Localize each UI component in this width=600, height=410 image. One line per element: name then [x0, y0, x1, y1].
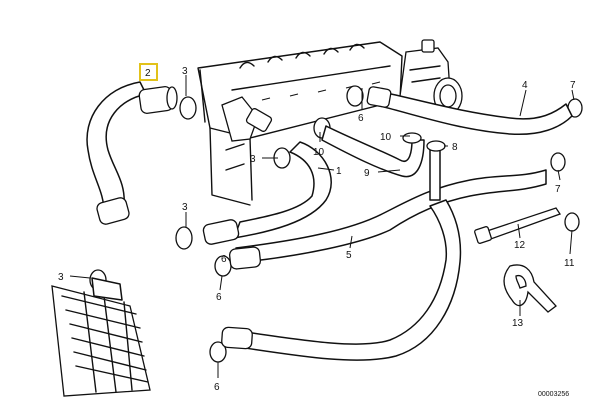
label-7b: 7: [555, 184, 561, 195]
label-12: 12: [514, 240, 526, 251]
label-3d: 3: [58, 272, 64, 283]
label-6c: 6: [214, 382, 220, 393]
hose-4: [366, 86, 573, 136]
hose-5: [221, 169, 547, 361]
label-2: 2: [145, 68, 151, 79]
radiator: [51, 277, 151, 397]
label-6d: 6: [221, 254, 227, 265]
label-5: 5: [346, 250, 352, 261]
clamps: [89, 85, 583, 363]
label-13: 13: [512, 318, 524, 329]
label-8: 8: [452, 142, 458, 153]
label-9: 9: [364, 168, 370, 179]
label-6a: 6: [358, 113, 364, 124]
label-6b: 6: [216, 292, 222, 303]
label-7a: 7: [570, 80, 576, 91]
label-10a: 10: [380, 132, 392, 143]
hose-2: [86, 81, 178, 225]
cable-tie-12: [474, 207, 562, 244]
hose-1: [202, 141, 332, 245]
label-1: 1: [336, 166, 342, 177]
label-3c: 3: [182, 202, 188, 213]
label-3a: 3: [182, 66, 188, 77]
label-10b: 10: [313, 147, 325, 158]
label-11: 11: [564, 258, 575, 269]
hose-9: [321, 125, 441, 201]
highlight-box-2: [139, 63, 158, 81]
part-labels: 2 3 6 4 7 3 1 10 8 9 10 7 3 5 12 11 3 6 …: [58, 63, 576, 398]
strap-13: [503, 264, 557, 313]
label-3b: 3: [250, 154, 256, 165]
leader-lines: [69, 75, 575, 378]
label-4: 4: [522, 80, 528, 91]
diagram-id: 00003256: [538, 391, 569, 398]
engine-head: [197, 41, 403, 206]
